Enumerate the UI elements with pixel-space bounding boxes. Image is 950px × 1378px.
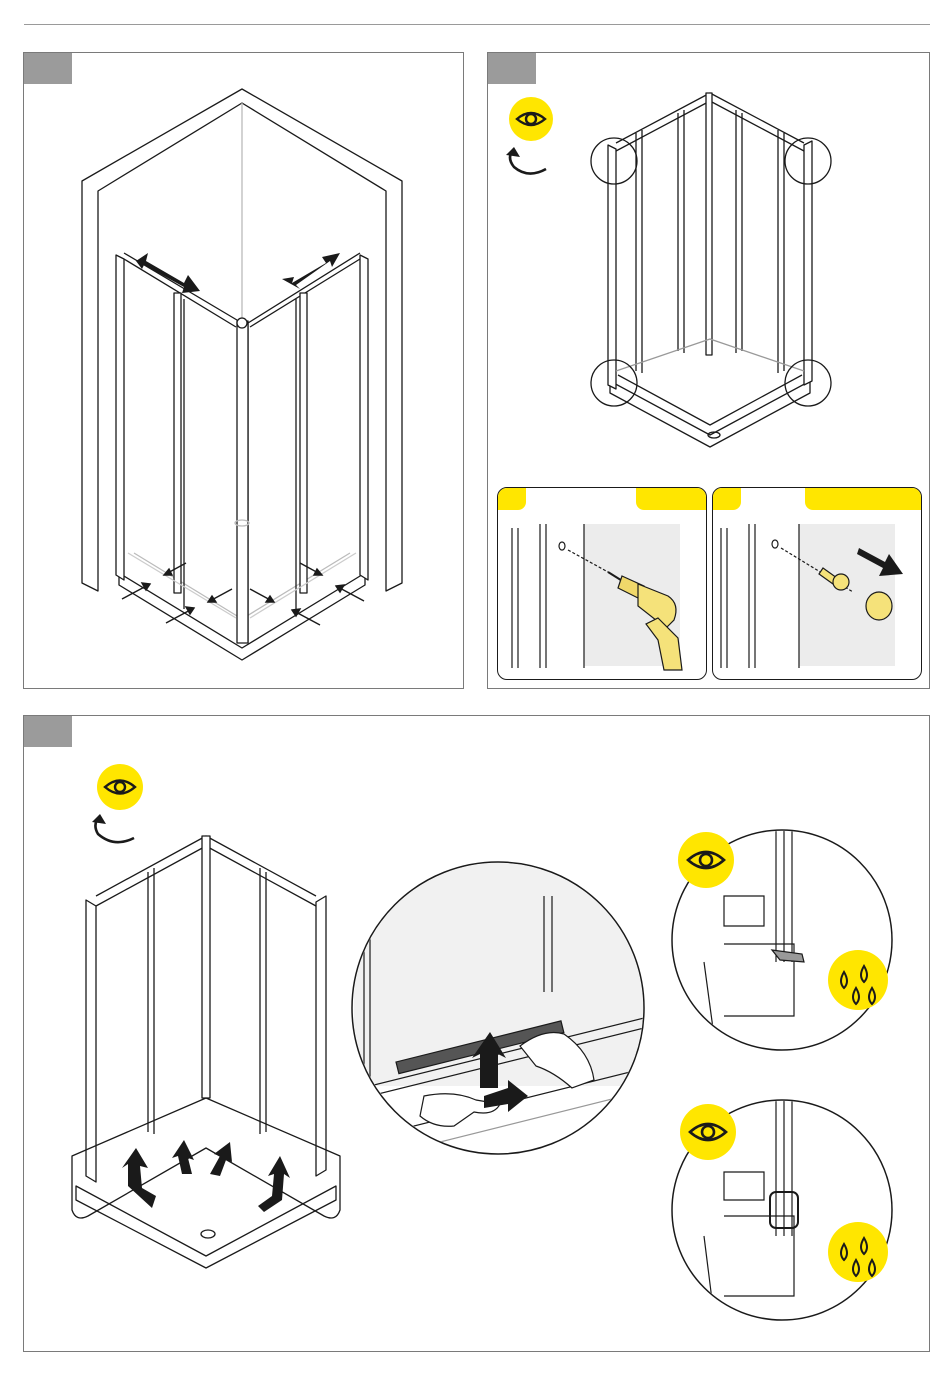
drill-detail-box (497, 487, 707, 680)
panel-step-c (23, 715, 930, 1352)
header-rule (24, 24, 930, 25)
seal-fitting-illustration (24, 716, 931, 1353)
water-drops-icon (828, 1222, 888, 1282)
panel-step-a (23, 52, 464, 689)
eye-icon (509, 97, 553, 141)
eye-icon (680, 1104, 736, 1160)
seal-detail-top (672, 826, 892, 1050)
eye-icon (97, 764, 143, 810)
eye-icon (678, 832, 734, 888)
panel-step-b (487, 52, 930, 689)
screw-detail-box (712, 487, 922, 680)
water-drops-icon (828, 950, 888, 1010)
seal-detail-bottom (672, 1096, 892, 1320)
shower-enclosure-illustration (24, 53, 465, 690)
rotate-arrow-icon (506, 147, 546, 174)
magnified-detail (352, 856, 664, 1156)
screw-cap-icon (713, 488, 922, 680)
shower-enclosure-check-illustration (488, 53, 931, 483)
rotate-arrow-icon (92, 814, 134, 842)
drill-icon (498, 488, 707, 680)
